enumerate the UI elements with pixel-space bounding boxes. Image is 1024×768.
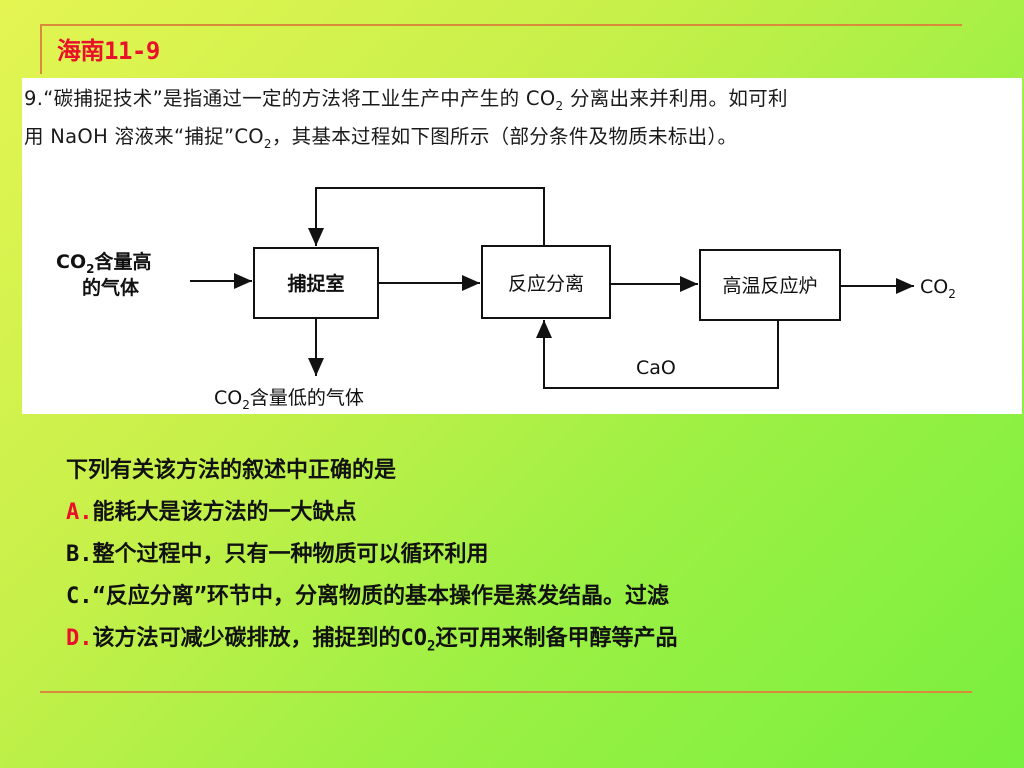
question-line-2-sub: 2 — [263, 136, 272, 151]
option-c[interactable]: C.“反应分离”环节中，分离物质的基本操作是蒸发结晶。过滤 — [66, 576, 906, 618]
option-d-text-post: 还可用来制备甲醇等产品 — [435, 626, 678, 651]
question-line-1-post: 分离出来并利用。如可利 — [569, 87, 788, 110]
question-panel: 9.“碳捕捉技术”是指通过一定的方法将工业生产中产生的 CO2 分离出来并利用。… — [22, 78, 1022, 414]
question-line-2-post: ，其基本过程如下图所示（部分条件及物质未标出）。 — [271, 125, 738, 148]
output-co2-label: CO2 — [920, 276, 956, 301]
top-rule — [40, 24, 962, 26]
input-gas-label: CO2含量高 — [56, 250, 151, 276]
question-line-1: 9.“碳捕捉技术”是指通过一定的方法将工业生产中产生的 CO2 分离出来并利用。… — [24, 82, 788, 113]
option-a[interactable]: A.能耗大是该方法的一大缺点 — [66, 492, 906, 534]
option-d-sub: 2 — [427, 638, 436, 655]
cao-return-loop — [536, 320, 779, 389]
option-a-letter: A. — [66, 500, 93, 525]
option-d[interactable]: D.该方法可减少碳排放，捕捉到的CO2还可用来制备甲醇等产品 — [66, 618, 906, 667]
option-c-letter: C. — [66, 584, 93, 609]
capture-chamber-label: 捕捉室 — [287, 272, 344, 295]
furnace-label: 高温反应炉 — [722, 275, 817, 297]
question-line-1-co2: CO — [525, 87, 556, 110]
option-d-text: 该方法可减少碳排放，捕捉到的CO — [92, 626, 428, 651]
cao-label: CaO — [636, 357, 676, 379]
recycle-loop-top — [308, 187, 545, 246]
option-a-text: 能耗大是该方法的一大缺点 — [92, 500, 357, 525]
question-line-2: 用 NaOH 溶液来“捕捉”CO2，其基本过程如下图所示（部分条件及物质未标出）… — [24, 120, 737, 151]
question-line-2-text: 用 NaOH 溶液来“捕捉”CO — [24, 125, 264, 148]
left-rule — [40, 24, 42, 74]
option-b-text: 整个过程中，只有一种物质可以循环利用 — [92, 542, 489, 567]
process-diagram: CO2含量高 的气体 捕捉室 反应分离 高温反应炉 CO2 CO2含量低的气体 — [56, 187, 956, 412]
low-co2-gas-label: CO2含量低的气体 — [214, 387, 364, 412]
input-gas-label-line2: 的气体 — [82, 276, 140, 299]
question-line-1-text: 9.“碳捕捉技术”是指通过一定的方法将工业生产中产生的 — [24, 87, 520, 110]
question-line-1-sub: 2 — [555, 98, 564, 113]
answer-options: 下列有关该方法的叙述中正确的是 A.能耗大是该方法的一大缺点 B.整个过程中，只… — [66, 450, 906, 667]
slide-title: 海南11-9 — [57, 37, 160, 65]
question-prompt: 下列有关该方法的叙述中正确的是 — [66, 458, 397, 483]
separation-label: 反应分离 — [508, 273, 584, 295]
option-b-letter: B. — [66, 542, 93, 567]
bottom-rule — [40, 691, 972, 693]
option-b[interactable]: B.整个过程中，只有一种物质可以循环利用 — [66, 534, 906, 576]
option-d-letter: D. — [66, 626, 93, 651]
separation-box — [481, 245, 611, 319]
option-c-text: “反应分离”环节中，分离物质的基本操作是蒸发结晶。过滤 — [92, 584, 670, 609]
